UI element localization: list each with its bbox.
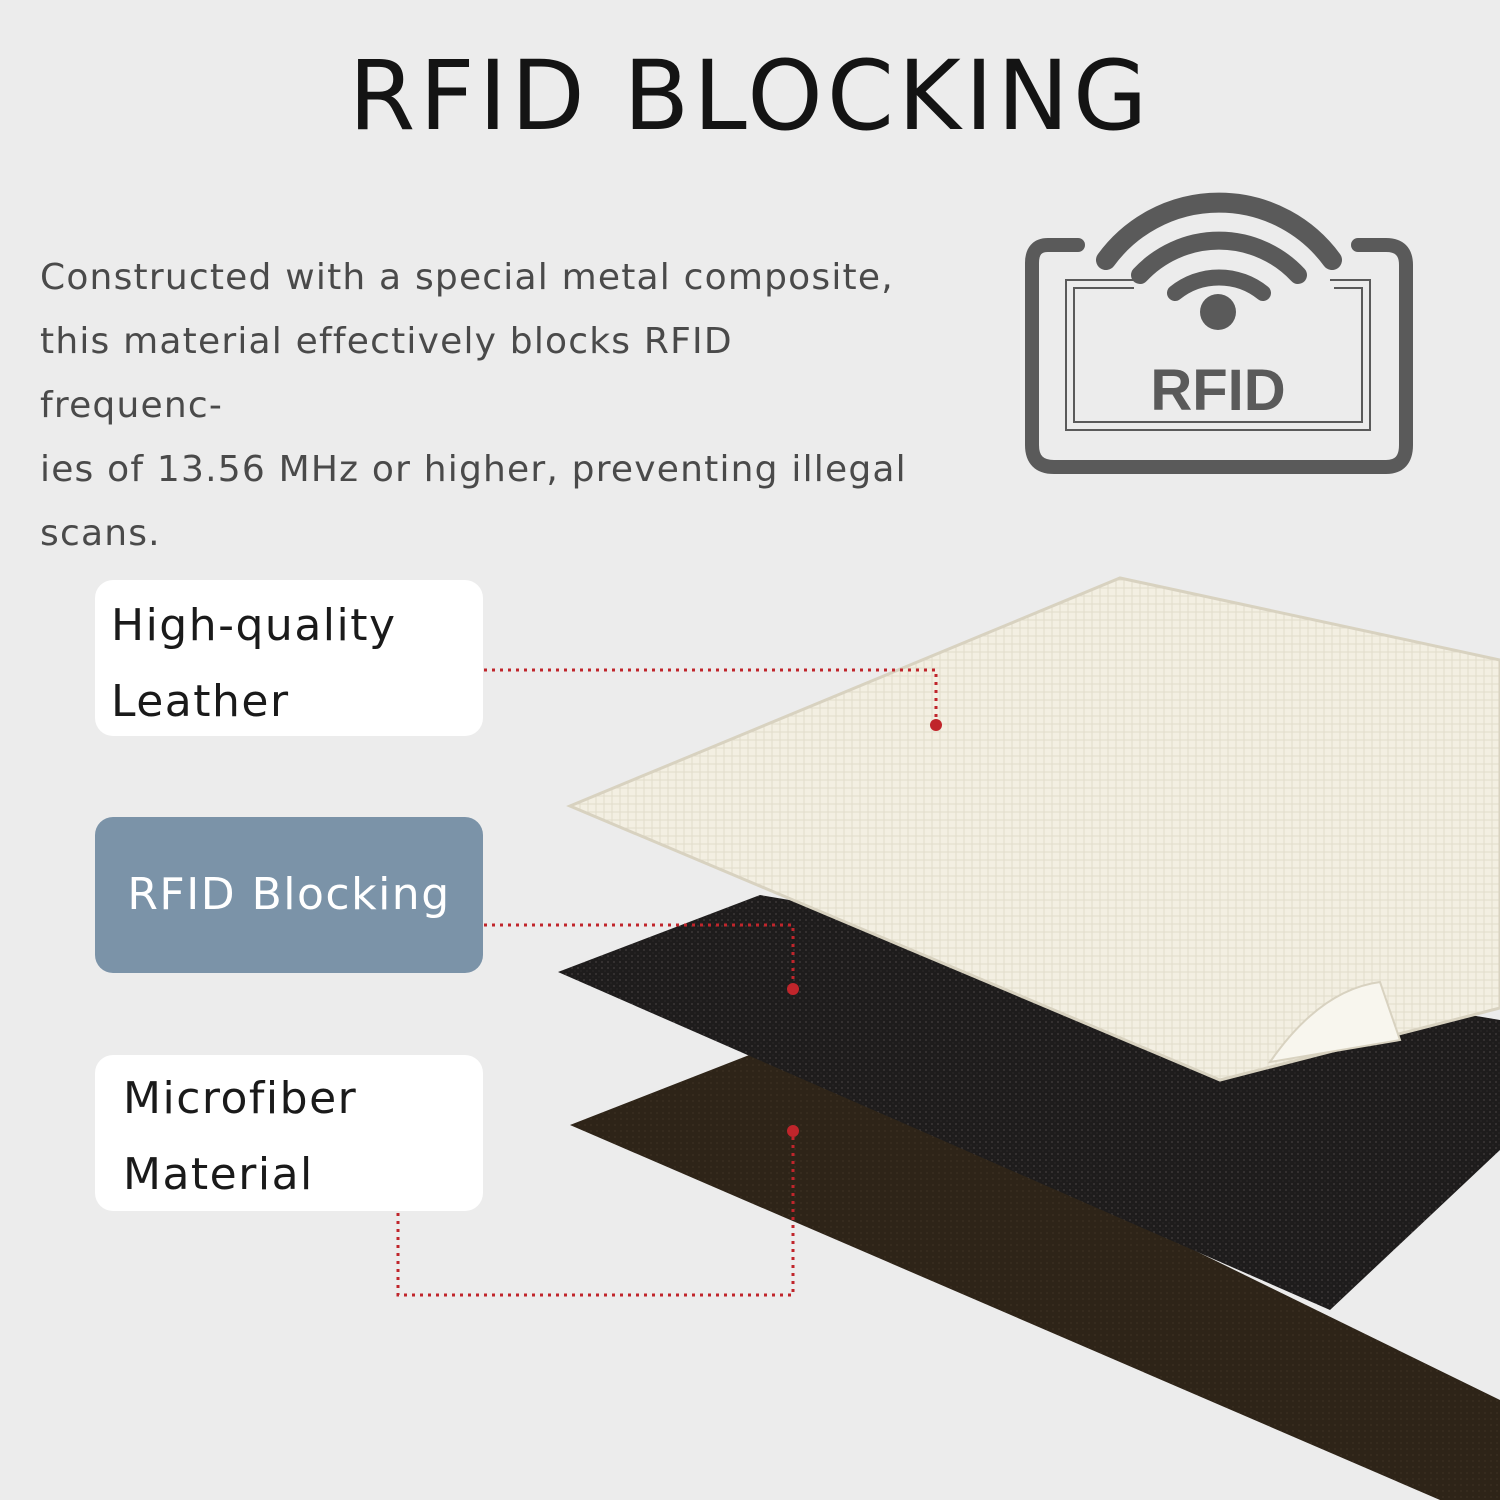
rfid-marker-dot: [787, 983, 799, 995]
badge-label: RFID: [1150, 358, 1285, 423]
rfid-blocking-layer: [558, 895, 1500, 1310]
label-leather: High-quality Leather: [95, 580, 483, 736]
microfiber-layer: [570, 1045, 1500, 1500]
connector-rfid: [484, 923, 795, 985]
label-leather-line: High-quality: [111, 600, 397, 651]
rfid-signal-icon: [1025, 192, 1413, 474]
rfid-badge: RFID: [1025, 192, 1413, 474]
description: Constructed with a special metal composi…: [40, 246, 920, 566]
description-line: Constructed with a special metal composi…: [40, 257, 894, 298]
description-line: ies of 13.56 MHz or higher, preventing i…: [40, 449, 907, 490]
microfiber-marker-dot: [787, 1125, 799, 1137]
peeled-corner: [1267, 980, 1402, 1064]
label-microfiber: Microfiber Material: [95, 1055, 483, 1211]
label-rfid-blocking: RFID Blocking: [95, 817, 483, 973]
connector-leather: [484, 668, 938, 722]
label-microfiber-line: Microfiber: [123, 1073, 358, 1124]
description-line: this material effectively blocks RFID fr…: [40, 321, 733, 426]
label-microfiber-line: Material: [123, 1149, 314, 1200]
label-rfid-blocking-line: RFID Blocking: [127, 869, 451, 920]
leather-layer: [566, 576, 1500, 1082]
label-leather-line: Leather: [111, 676, 290, 727]
leather-marker-dot: [930, 719, 942, 731]
page-title: RFID BLOCKING: [348, 40, 1152, 152]
description-line: scans.: [40, 513, 161, 554]
